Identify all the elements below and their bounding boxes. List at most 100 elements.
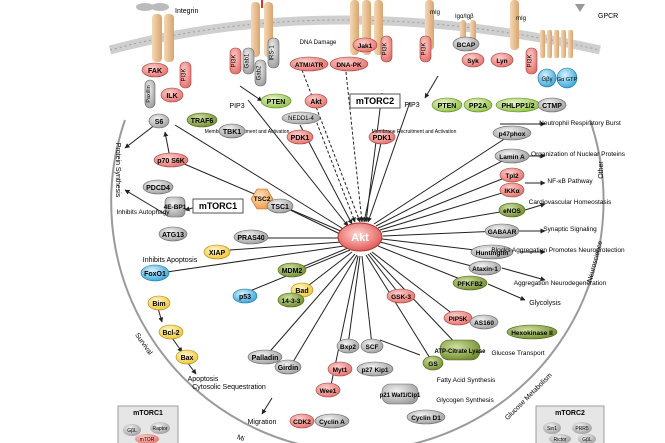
node-huntingtin[interactable]: Huntingtin — [470, 244, 514, 260]
node-pi3k-gab[interactable]: PI3K — [229, 47, 242, 75]
svg-text:Gab1: Gab1 — [245, 53, 251, 68]
svg-text:Myt1: Myt1 — [333, 367, 348, 374]
node-4ebp1[interactable]: 4E-BP1 — [164, 196, 187, 218]
svg-text:ATG13: ATG13 — [162, 232, 184, 239]
svg-text:Bax: Bax — [181, 355, 194, 362]
huntingtin-outcome-label: Blocks Aggregation Promotes Neuroprotect… — [491, 247, 625, 254]
node-pi3k-gpcr[interactable]: PI3K — [525, 47, 538, 75]
node-bcap[interactable]: BCAP — [452, 36, 480, 52]
node-mdm2[interactable]: MDM2 — [277, 262, 307, 278]
node-palladin[interactable]: Palladin — [247, 349, 283, 365]
node-p21[interactable]: p21 Waf1/Cip1 — [380, 383, 421, 405]
node-scf[interactable]: SCF — [360, 338, 384, 354]
node-gab2[interactable]: Gab2 — [254, 59, 267, 87]
node-fak[interactable]: FAK — [141, 62, 169, 78]
node-pi3k-bcr[interactable]: PI3K — [419, 35, 432, 63]
node-gbg[interactable]: Gβγ — [537, 68, 557, 88]
node-nedd[interactable]: NEDD1-4 — [281, 111, 321, 125]
node-foxo1[interactable]: FoxO1 — [140, 264, 170, 282]
node-pi3k-jak[interactable]: PI3K — [380, 35, 393, 63]
svg-text:p27 Kip1: p27 Kip1 — [361, 367, 388, 374]
svg-text:Raptor: Raptor — [152, 426, 167, 432]
svg-text:TBK1: TBK1 — [223, 129, 241, 136]
node-tsc1[interactable]: TSC1 — [266, 198, 294, 214]
node-ctmp[interactable]: CTMP — [537, 97, 567, 113]
node-ataxin[interactable]: Ataxin-1 — [468, 260, 502, 276]
node-mtorc1[interactable]: mTORC1 — [192, 198, 244, 214]
node-pten-right[interactable]: PTEN — [431, 97, 463, 113]
node-pp2a[interactable]: PP2A — [463, 97, 493, 113]
svg-text:Akt: Akt — [310, 99, 322, 106]
node-cdk2[interactable]: CDK2 — [289, 413, 315, 429]
node-pdcd4[interactable]: PDCD4 — [142, 179, 174, 195]
node-mtorc2[interactable]: mTORC2 — [349, 93, 401, 109]
node-atm-atr[interactable]: ATM/ATR — [289, 56, 329, 72]
node-pten-left[interactable]: PTEN — [260, 93, 292, 109]
node-galpha-gtp[interactable]: Gα GTP — [556, 67, 578, 89]
node-cyclin-a[interactable]: Cyclin A — [314, 413, 350, 429]
node-atg13[interactable]: ATG13 — [158, 226, 188, 242]
node-gab1[interactable]: Gab1 — [242, 47, 255, 75]
node-pip5k[interactable]: PIP5K — [443, 310, 473, 326]
node-s6[interactable]: S6 — [148, 113, 170, 129]
node-p70s6k[interactable]: p70 S6K — [153, 152, 189, 168]
node-syk[interactable]: Syk — [461, 52, 485, 68]
nfkb-pathway-label: NF-κB Pathway — [547, 178, 593, 185]
node-p53[interactable]: p53 — [232, 288, 258, 304]
svg-text:p47phox: p47phox — [499, 131, 526, 138]
node-myt1[interactable]: Myt1 — [327, 361, 353, 377]
node-p47phox[interactable]: p47phox — [492, 125, 532, 141]
svg-text:Hexokinase II: Hexokinase II — [511, 330, 553, 337]
node-irs1[interactable]: IRS-1 — [267, 37, 280, 69]
node-gs[interactable]: GS — [422, 355, 444, 371]
svg-text:p21 Waf1/Cip1: p21 Waf1/Cip1 — [380, 393, 421, 399]
node-ikka[interactable]: IKKα — [499, 182, 525, 198]
node-pfkfb2[interactable]: PFKFB2 — [452, 275, 488, 291]
node-pdk1-left[interactable]: PDK1 — [286, 129, 314, 145]
svg-text:PDK1: PDK1 — [291, 135, 310, 142]
node-dna-pk[interactable]: DNA-PK — [329, 56, 369, 72]
node-pras40[interactable]: PRAS40 — [233, 229, 269, 245]
node-p27[interactable]: p27 Kip1 — [356, 361, 394, 377]
node-gsk3[interactable]: GSK-3 — [386, 288, 416, 304]
node-wee1[interactable]: Wee1 — [315, 382, 341, 398]
integrin-receptor: Integrin — [136, 3, 198, 62]
integrin-label: Integrin — [175, 8, 198, 15]
node-as160[interactable]: AS160 — [469, 314, 499, 330]
node-acly[interactable]: ATP-Citrate Lyase — [434, 339, 486, 361]
node-girdin[interactable]: Girdin — [274, 359, 302, 375]
node-cyclin-d1[interactable]: Cyclin D1 — [406, 409, 446, 425]
node-bxp2[interactable]: Bxp2 — [336, 338, 360, 354]
node-ilk[interactable]: ILK — [160, 87, 184, 103]
node-pdk1-right[interactable]: PDK1 — [368, 129, 396, 145]
node-traf6[interactable]: TRAF6 — [186, 112, 218, 128]
node-bim[interactable]: Bim — [147, 295, 171, 311]
node-akt-hub[interactable]: Akt — [337, 222, 383, 252]
node-hexokinase[interactable]: Hexokinase II — [506, 324, 558, 340]
node-tbk1[interactable]: TBK1 — [218, 123, 246, 139]
svg-text:Akt: Akt — [351, 232, 369, 244]
membrane-recruitment-right: Membrane Recruitment and Activation — [372, 129, 457, 135]
svg-text:FAK: FAK — [148, 68, 162, 75]
svg-text:ATM/ATR: ATM/ATR — [295, 62, 324, 69]
node-tpl2[interactable]: Tpl2 — [499, 167, 525, 183]
node-bax[interactable]: Bax — [175, 349, 199, 365]
node-14-3-3[interactable]: 14-3-3 — [277, 292, 305, 308]
svg-text:IKKα: IKKα — [504, 188, 519, 195]
svg-text:PP2A: PP2A — [469, 103, 487, 110]
node-gabaar[interactable]: GABAAR — [484, 223, 520, 239]
inhibits-autophagy-label: Inhibits Autophagy — [116, 209, 170, 216]
node-lamin[interactable]: Lamin A — [494, 148, 530, 164]
node-jak1[interactable]: Jak1 — [352, 37, 378, 53]
node-bcl2[interactable]: Bcl-2 — [158, 324, 184, 340]
node-phlpp[interactable]: PHLPP1/2 — [495, 97, 541, 113]
cytosolic-sequestration-label: Cytosolic Sequestration — [192, 384, 266, 391]
node-paxillin[interactable]: Paxillin — [144, 79, 156, 109]
node-enos[interactable]: eNOS — [498, 202, 526, 218]
cell-compartment-boundary — [110, 119, 605, 443]
node-lyn[interactable]: Lyn — [490, 52, 514, 68]
node-xiap[interactable]: XIAP — [203, 244, 231, 260]
node-akt-small[interactable]: Akt — [304, 93, 328, 109]
node-pi3k-integrin[interactable]: PI3K — [179, 61, 192, 89]
svg-text:XIAP: XIAP — [209, 250, 226, 257]
